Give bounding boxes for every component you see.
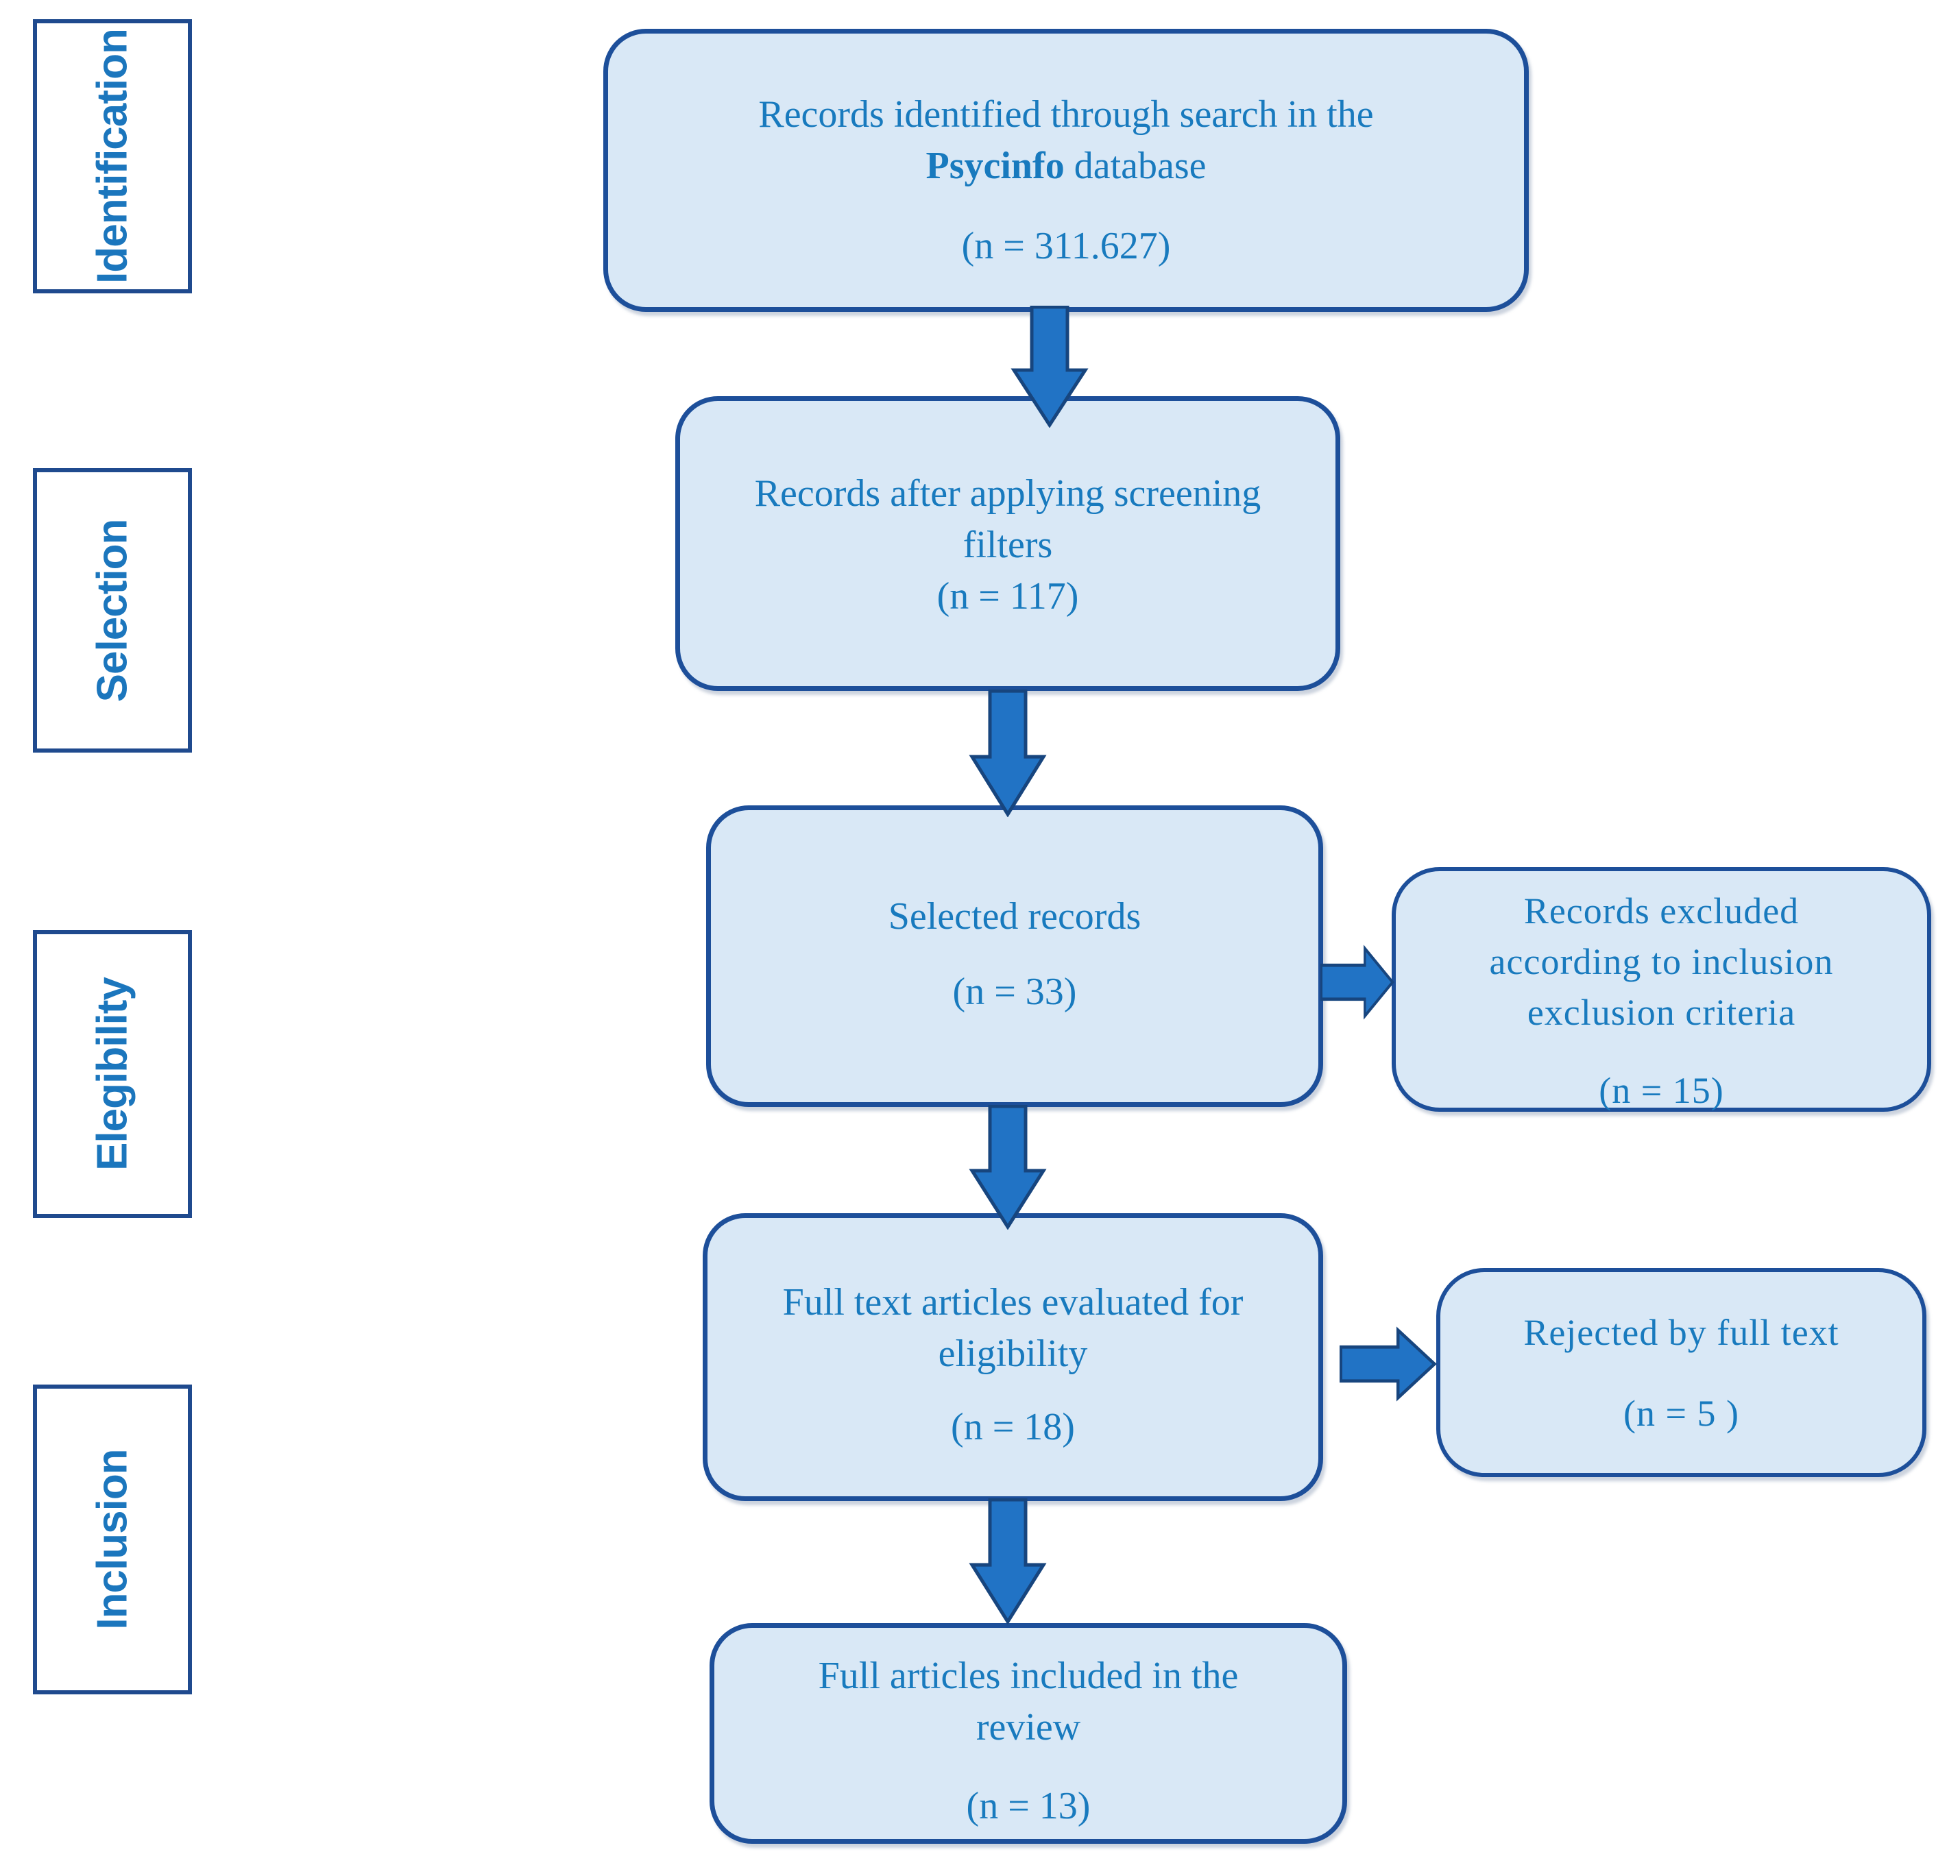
node-text-line: Records identified through search in the	[758, 93, 1374, 136]
node-count: (n = 18)	[951, 1406, 1075, 1448]
node-articles-included: Full articles included in the review (n …	[710, 1623, 1347, 1844]
node-count: (n = 15)	[1599, 1070, 1724, 1111]
node-selected-records: Selected records (n = 33)	[706, 805, 1323, 1107]
node-count: (n = 117)	[936, 575, 1079, 618]
node-text-line: Selected records	[888, 895, 1141, 938]
node-records-excluded: Records excluded according to inclusion …	[1392, 867, 1931, 1112]
node-count: (n = 33)	[952, 971, 1077, 1013]
node-text-line: eligibility	[938, 1332, 1088, 1375]
down-arrow-icon	[967, 1498, 1049, 1624]
database-name: Psycinfo	[925, 145, 1065, 187]
right-arrow-icon	[1340, 1325, 1437, 1403]
node-text-line: Rejected by full text	[1523, 1312, 1839, 1353]
phase-box-inclusion: Inclusion	[33, 1385, 192, 1694]
node-rejected-fulltext: Rejected by full text (n = 5 )	[1436, 1268, 1926, 1477]
phase-box-identification: Identification	[33, 19, 192, 293]
node-text-line: Full articles included in the	[818, 1655, 1239, 1697]
phase-label-selection: Selection	[88, 519, 136, 702]
node-text-line: review	[976, 1706, 1081, 1749]
down-arrow-icon	[967, 1105, 1049, 1230]
node-count: (n = 13)	[966, 1785, 1091, 1827]
node-text-line: exclusion criteria	[1527, 992, 1796, 1033]
node-records-after-filters: Records after applying screening filters…	[675, 396, 1340, 691]
down-arrow-icon	[967, 690, 1049, 817]
phase-box-selection: Selection	[33, 468, 192, 753]
node-count: (n = 5 )	[1623, 1393, 1739, 1434]
node-count: (n = 311.627)	[961, 225, 1171, 267]
node-text-line: Psycinfo database	[608, 141, 1524, 192]
node-fulltext-evaluated: Full text articles evaluated for eligibi…	[703, 1213, 1323, 1501]
node-text-line: filters	[963, 524, 1053, 566]
down-arrow-icon	[1008, 306, 1091, 428]
node-records-identified: Records identified through search in the…	[603, 29, 1529, 312]
right-arrow-icon	[1320, 943, 1394, 1021]
node-text-line: according to inclusion	[1489, 941, 1834, 982]
node-text-line: Records excluded	[1523, 890, 1800, 931]
node-text-line: Full text articles evaluated for	[782, 1281, 1244, 1324]
phase-label-elegibility: Elegibility	[88, 977, 136, 1171]
node-text-line: Records after applying screening	[754, 472, 1261, 515]
phase-box-elegibility: Elegibility	[33, 930, 192, 1218]
node-text-rest: database	[1064, 145, 1207, 187]
phase-label-inclusion: Inclusion	[88, 1449, 136, 1630]
phase-label-identification: Identification	[88, 29, 136, 284]
